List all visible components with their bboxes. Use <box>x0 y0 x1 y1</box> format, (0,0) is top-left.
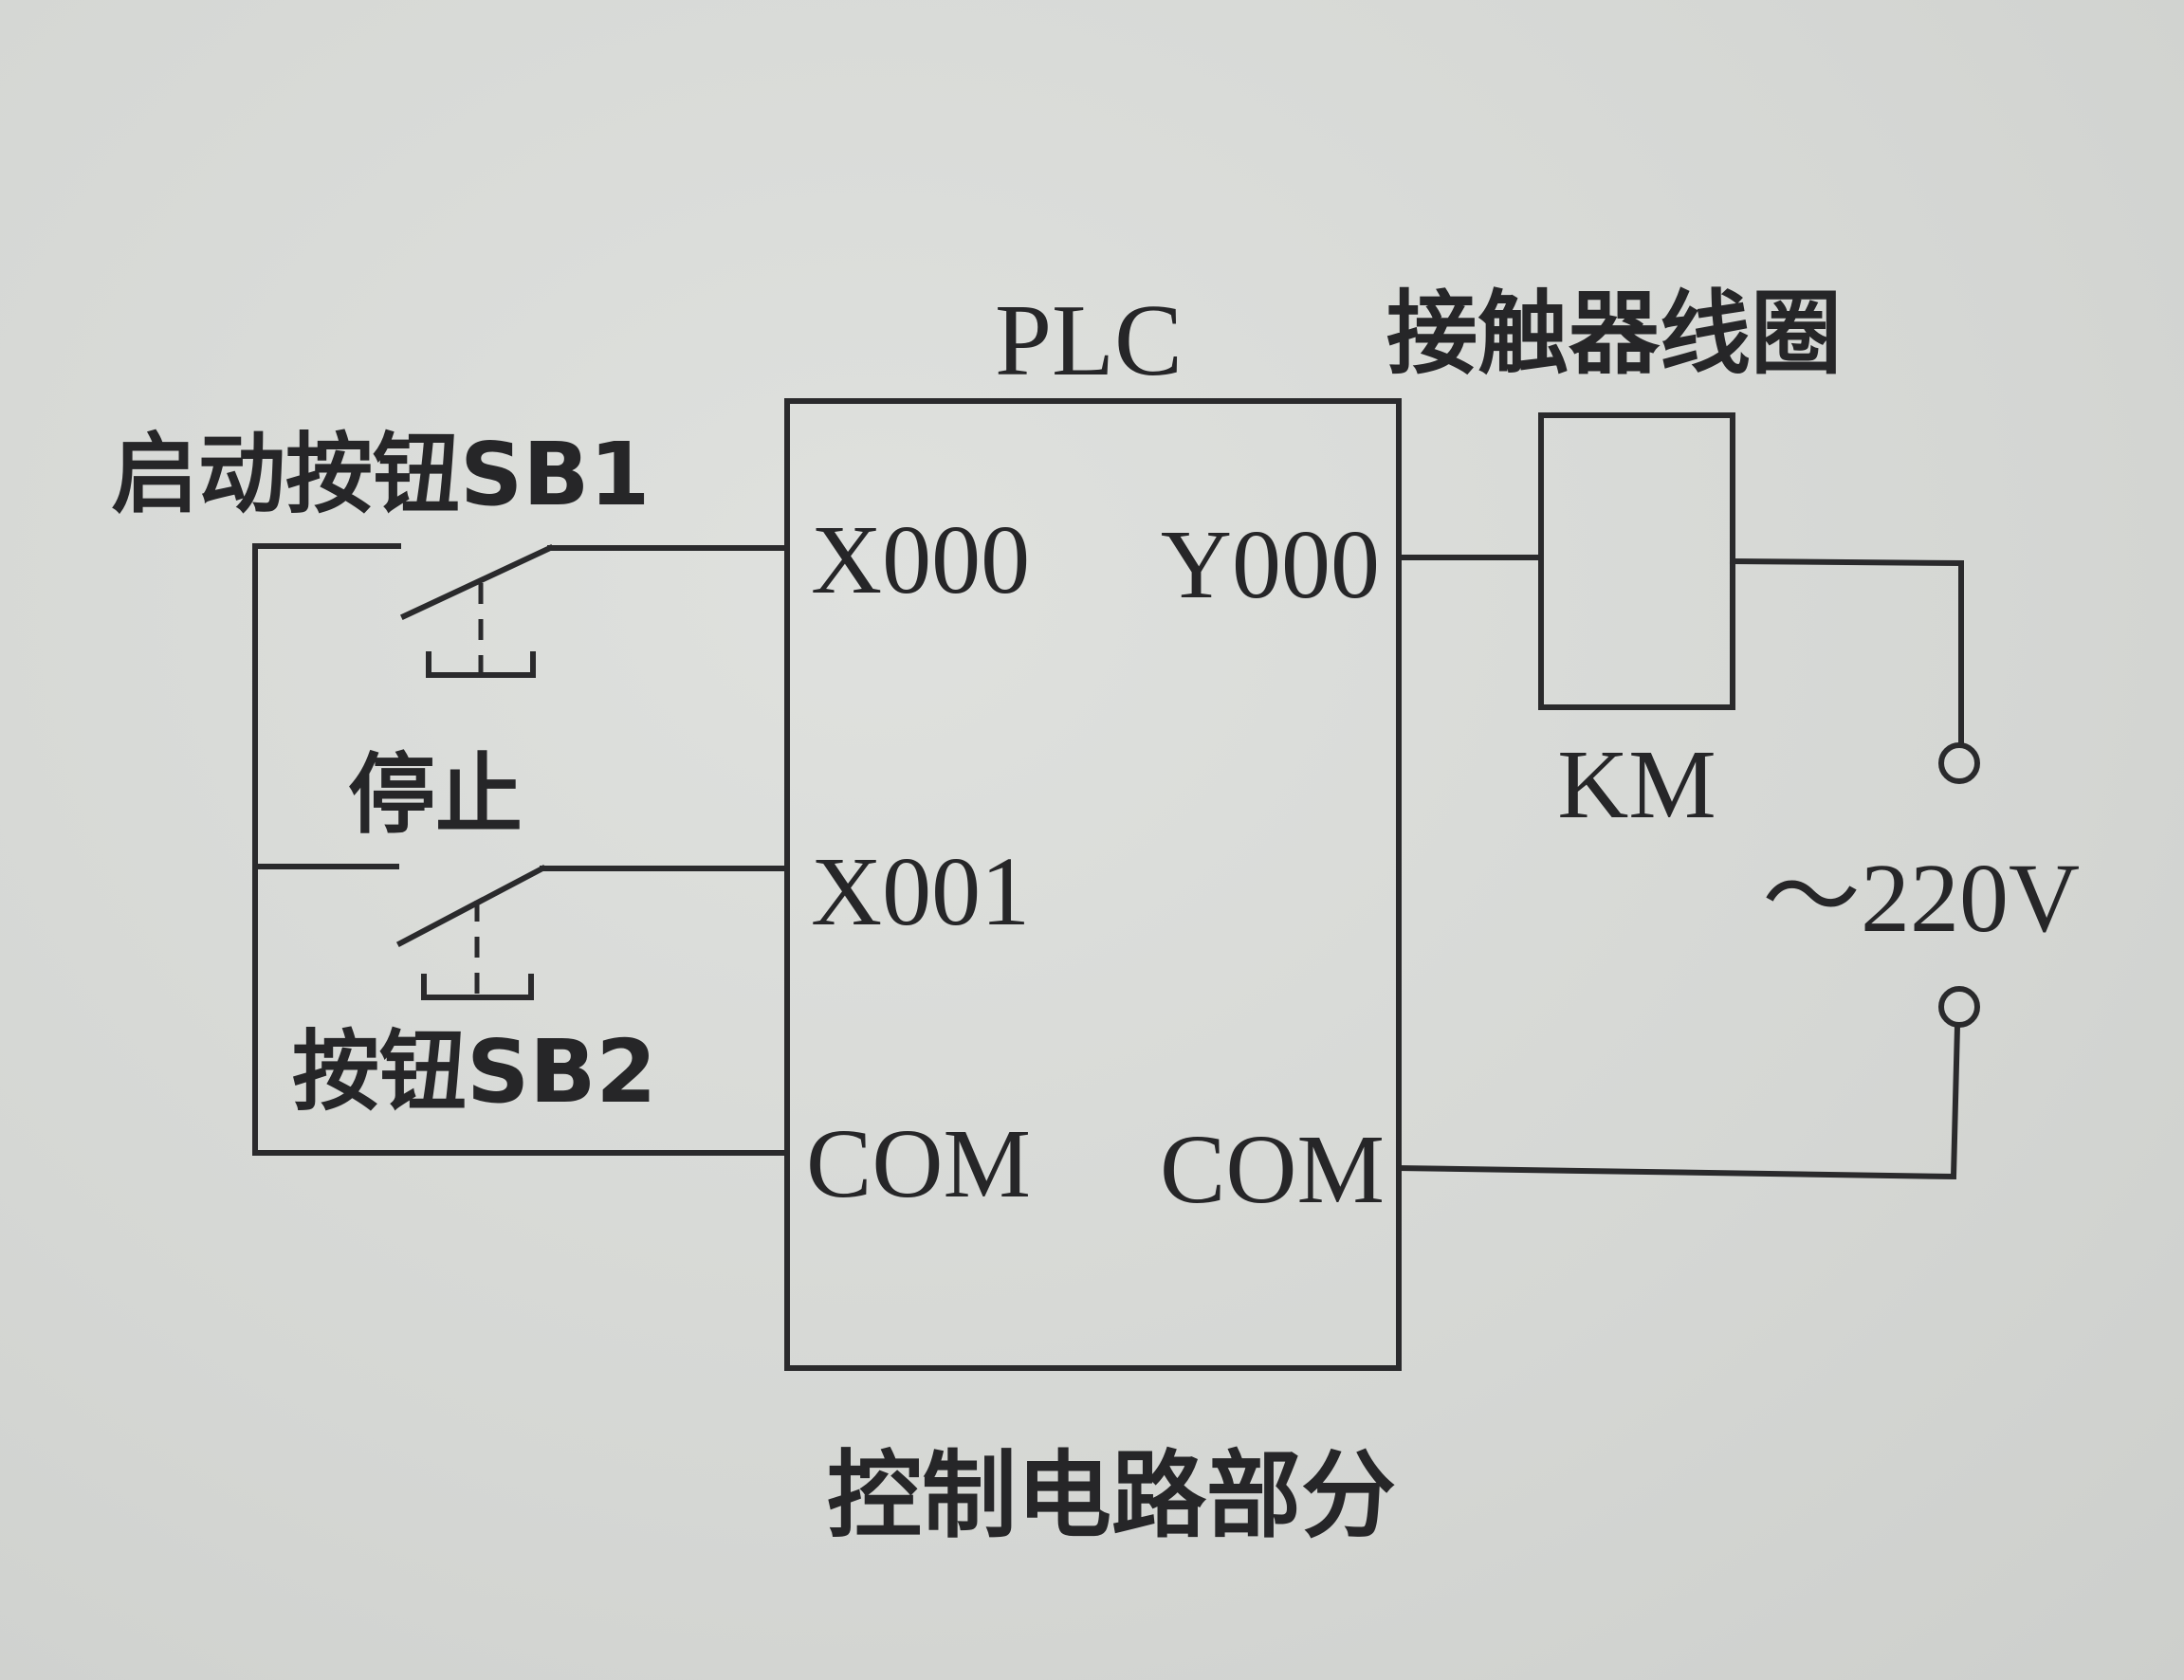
km-coil-icon <box>1538 412 1735 710</box>
supply-to-com-wire <box>1396 1022 1961 1180</box>
stop-label-line2: 按钮SB2 <box>292 1021 656 1123</box>
plc-block: PLC X000 Y000 X001 COM COM <box>784 284 1402 1371</box>
terminal-com-input: COM <box>806 1109 1031 1218</box>
diagram-caption: 控制电路部分 <box>827 1440 1396 1551</box>
left-common-rail <box>252 543 790 1156</box>
terminal-com-output: COM <box>1160 1115 1385 1224</box>
terminal-x000: X000 <box>811 505 1030 614</box>
start-button-switch-icon <box>400 544 790 678</box>
stop-button-switch-icon <box>395 864 790 1000</box>
supply-terminal-bottom-icon <box>1938 986 1980 1028</box>
supply-voltage-label: ～220V <box>1762 844 2080 953</box>
terminal-x001: X001 <box>811 837 1030 946</box>
supply-terminal-top-icon <box>1938 742 1980 784</box>
plc-box <box>784 398 1402 1371</box>
input-circuit: 启动按钮SB1 停止 按钮SB2 <box>111 424 790 1156</box>
terminal-y000: Y000 <box>1161 510 1380 619</box>
km-label: KM <box>1557 730 1716 839</box>
coil-to-supply-wire <box>1729 557 1964 747</box>
output-circuit: 接触器线圈 KM ～220V <box>1386 281 2080 1180</box>
plc-title: PLC <box>995 284 1183 397</box>
stop-label-line1: 停止 <box>348 744 523 846</box>
start-button-label: 启动按钮SB1 <box>111 424 650 525</box>
contactor-coil-title: 接触器线圈 <box>1386 281 1842 387</box>
